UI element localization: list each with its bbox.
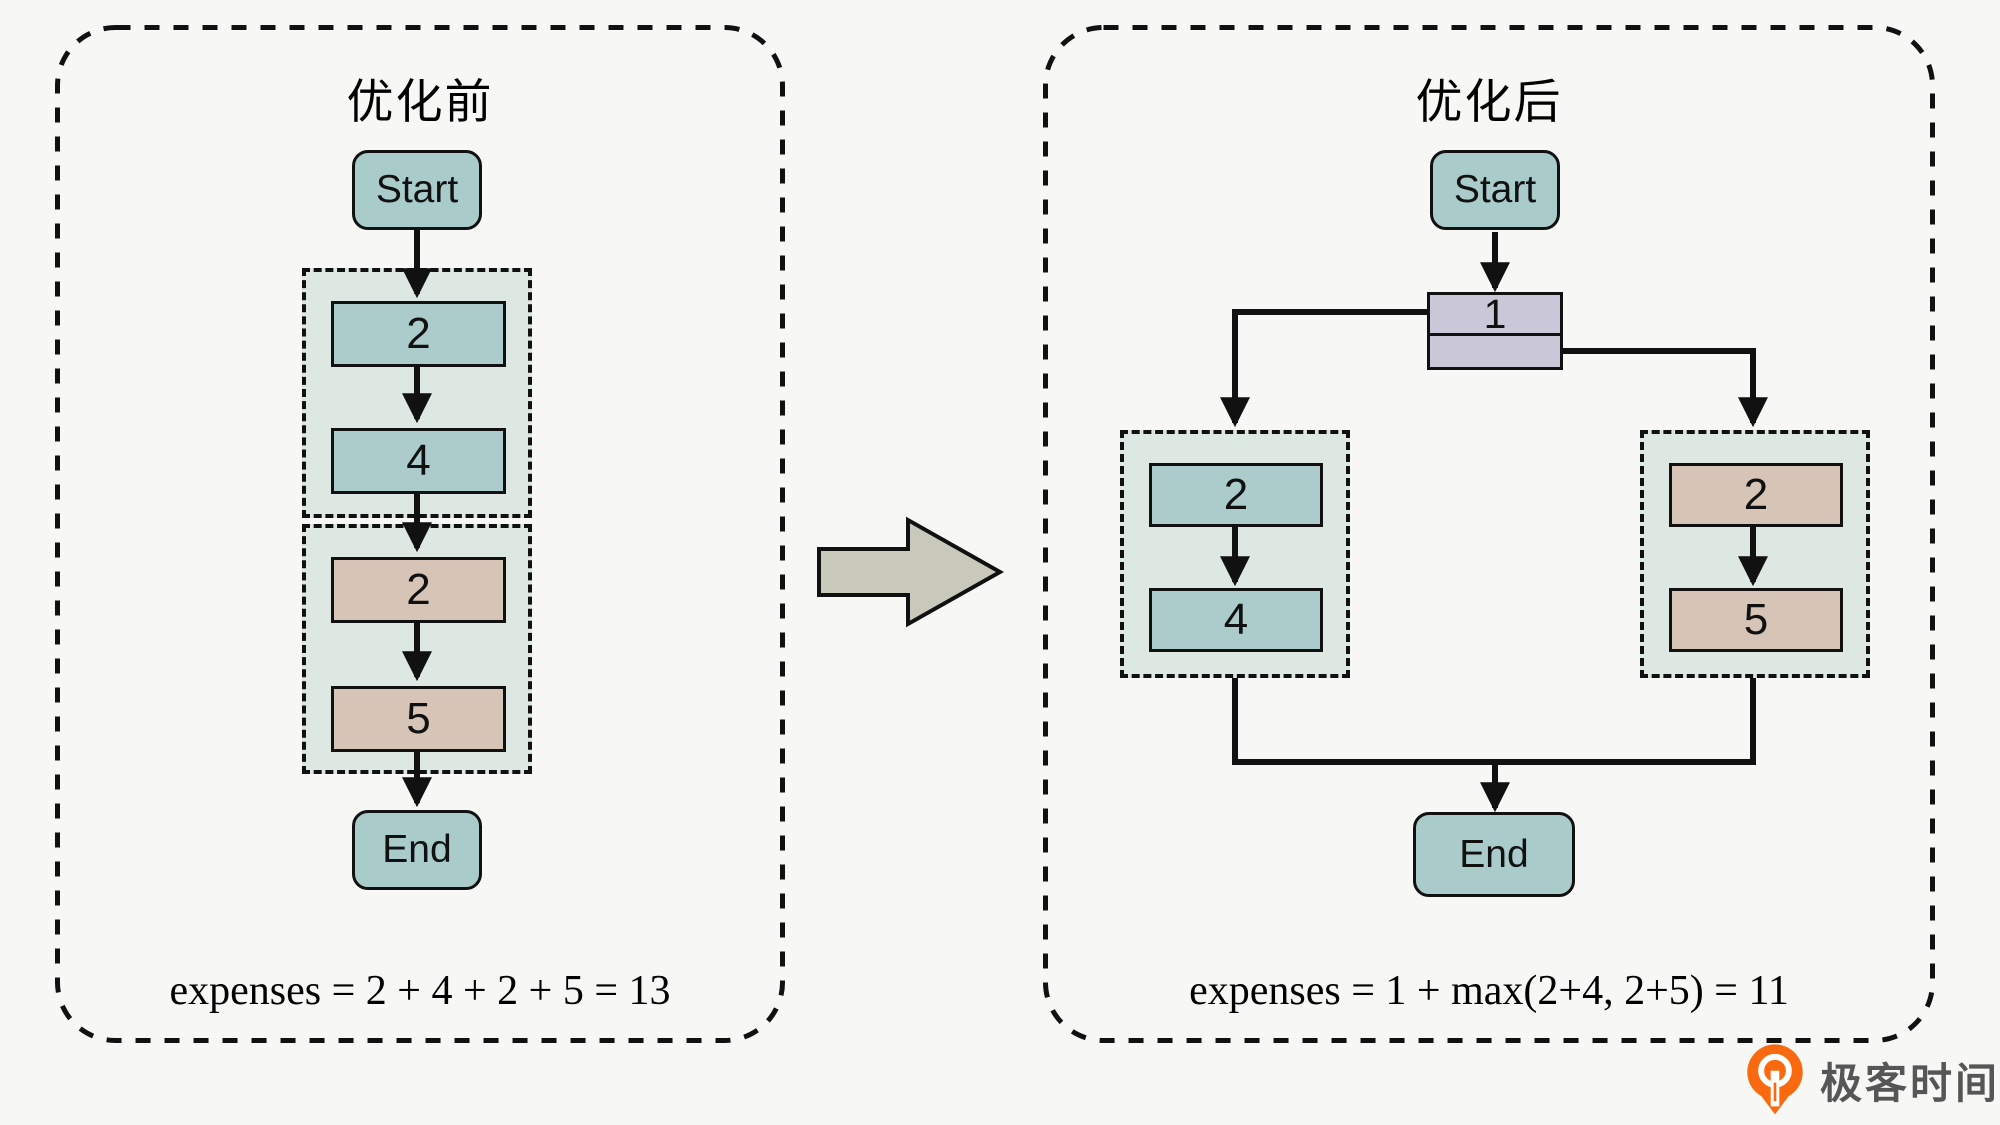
panel-after-title: 优化后 — [1415, 75, 1563, 128]
end-node-after: End — [1413, 812, 1575, 897]
fork-empty-cell — [1430, 336, 1560, 373]
task-box: 2 — [1669, 463, 1843, 527]
transform-arrow-icon — [817, 516, 1005, 628]
task-box: 2 — [331, 557, 506, 623]
geektime-logo-text: 极客时间 — [1820, 1059, 2000, 1107]
start-node-before: Start — [352, 150, 482, 230]
panel-before-optimization: 优化前 Start 2 4 2 5 End expenses = 2 + 4 +… — [55, 25, 785, 1043]
task-box: 5 — [1669, 588, 1843, 652]
branch-group-left: 2 4 — [1120, 430, 1350, 678]
task-box: 2 — [331, 301, 506, 367]
branch-group-right: 2 5 — [1640, 430, 1870, 678]
task-group-1-before: 2 4 — [302, 268, 532, 518]
task-box: 4 — [1149, 588, 1323, 652]
task-box: 5 — [331, 686, 506, 752]
expenses-formula-before: expenses = 2 + 4 + 2 + 5 = 13 — [169, 968, 671, 1014]
end-node-before: End — [352, 810, 482, 890]
expenses-formula-after: expenses = 1 + max(2+4, 2+5) = 11 — [1189, 968, 1789, 1014]
start-node-after: Start — [1430, 150, 1560, 230]
panel-after-optimization: 优化后 Start 1 2 4 2 5 End expenses = 1 + m… — [1043, 25, 1935, 1043]
fork-node: 1 — [1427, 292, 1563, 370]
task-group-2-before: 2 5 — [302, 524, 532, 774]
panel-before-title: 优化前 — [346, 75, 494, 128]
transform-arrow-shape — [817, 516, 1005, 628]
geektime-logo-icon — [1747, 1044, 1803, 1115]
fork-cost-cell: 1 — [1430, 294, 1560, 336]
task-box: 2 — [1149, 463, 1323, 527]
geektime-logo: 极客时间 — [1742, 1042, 2000, 1118]
task-box: 4 — [331, 428, 506, 494]
